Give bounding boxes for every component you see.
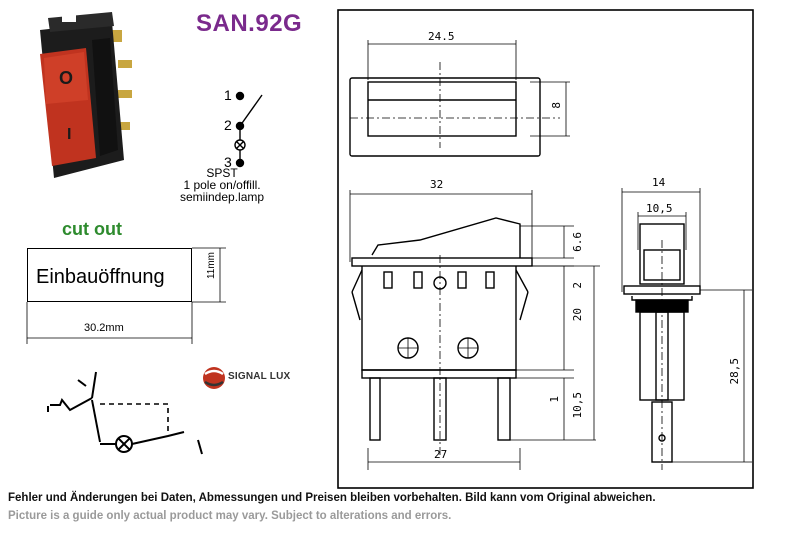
dim-rocker-height: 6.6 bbox=[571, 232, 584, 252]
cutout-width: 30.2mm bbox=[84, 322, 124, 334]
cutout-heading: cut out bbox=[62, 219, 122, 239]
dim-total-height: 28,5 bbox=[728, 358, 741, 385]
spst-description: SPST 1 pole on/offill. semiindep.lamp bbox=[180, 167, 264, 203]
switch-off-symbol: I bbox=[67, 126, 71, 143]
dim-body-height: 20 bbox=[571, 308, 584, 322]
dim-bezel: 2 bbox=[571, 282, 584, 289]
switch-photo: O I bbox=[40, 12, 132, 178]
technical-drawing bbox=[349, 40, 752, 470]
footer-disclaimer-english: Picture is a guide only actual product m… bbox=[8, 510, 452, 522]
dim-side-inner-width: 10,5 bbox=[646, 202, 673, 215]
dim-side-width: 14 bbox=[652, 176, 666, 189]
signal-lux-logo bbox=[203, 367, 225, 389]
dim-pin-length: 10,5 bbox=[571, 392, 584, 419]
pin-label-1: 1 bbox=[224, 87, 232, 103]
spst-line-2: 1 pole on/offill. bbox=[183, 178, 261, 192]
footer-disclaimer-german: Fehler und Änderungen bei Daten, Abmessu… bbox=[8, 492, 656, 504]
pin-label-3: 3 bbox=[224, 154, 232, 170]
dim-front-bottom-width: 27 bbox=[434, 448, 448, 461]
dim-front-top-width: 32 bbox=[430, 178, 444, 191]
dim-pin-gap: 1 bbox=[548, 396, 561, 403]
spst-line-1: SPST bbox=[206, 166, 238, 180]
drawing-frame bbox=[337, 9, 754, 489]
spst-line-3: semiindep.lamp bbox=[180, 190, 265, 204]
brand-name: SIGNAL LUX bbox=[228, 371, 291, 382]
cutout-box bbox=[27, 248, 192, 302]
pin-label-2: 2 bbox=[224, 117, 232, 133]
cutout-label: Einbauöffnung bbox=[36, 266, 165, 288]
cutout-height: 11mm bbox=[206, 252, 217, 280]
product-model-title: SAN.92G bbox=[196, 10, 303, 37]
wiring-symbol bbox=[47, 371, 203, 455]
spst-schematic bbox=[234, 91, 263, 168]
dim-top-height: 8 bbox=[550, 102, 563, 109]
dim-top-width: 24.5 bbox=[428, 30, 455, 43]
switch-on-symbol: O bbox=[59, 68, 73, 88]
